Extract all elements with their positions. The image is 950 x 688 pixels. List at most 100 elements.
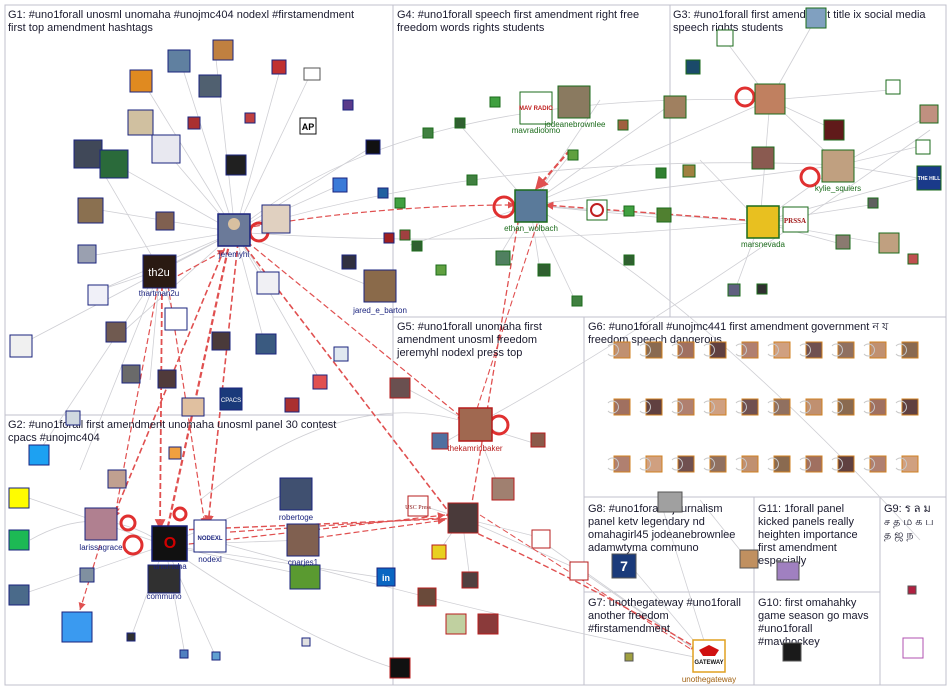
avatar-g2-small-3[interactable] bbox=[168, 446, 182, 460]
avatar-g3-small-1[interactable] bbox=[685, 59, 701, 75]
g6-avatar[interactable] bbox=[645, 341, 663, 359]
mavhockey-logo[interactable] bbox=[782, 642, 802, 662]
avatar-g4-small-5[interactable] bbox=[567, 149, 579, 161]
avatar-g4-small-10[interactable] bbox=[411, 240, 423, 252]
g6-avatar[interactable] bbox=[901, 398, 919, 416]
avatar-person-12[interactable] bbox=[211, 331, 231, 351]
g6-avatar[interactable] bbox=[837, 398, 855, 416]
avatar-g4-small-7[interactable] bbox=[655, 167, 667, 179]
avatar-g4-small-3[interactable] bbox=[454, 117, 466, 129]
avatar-person-7[interactable] bbox=[77, 244, 97, 264]
avatar-g4-small-12[interactable] bbox=[495, 250, 511, 266]
avatar-g3-person-4[interactable] bbox=[823, 119, 845, 141]
avatar-person-13[interactable] bbox=[255, 333, 277, 355]
avatar-person-1[interactable] bbox=[167, 49, 191, 73]
avatar-larissagrace[interactable] bbox=[84, 507, 118, 541]
avatar-g3-small-7[interactable] bbox=[907, 253, 919, 265]
avatar-map[interactable] bbox=[151, 134, 181, 164]
avatar-small-8[interactable] bbox=[377, 187, 389, 199]
avatar-g3-person-6[interactable] bbox=[878, 232, 900, 254]
avatar-g3-person-3[interactable] bbox=[919, 104, 939, 124]
avatar-g2-small-4[interactable] bbox=[126, 632, 136, 642]
ap-icon[interactable] bbox=[299, 117, 317, 135]
avatar-g5-small-5[interactable] bbox=[569, 561, 589, 581]
avatar-g3-person-1[interactable] bbox=[754, 83, 786, 115]
nodexl-logo[interactable] bbox=[193, 519, 227, 553]
avatar-g2-person-1[interactable] bbox=[8, 584, 30, 606]
g6-avatar[interactable] bbox=[677, 398, 695, 416]
g6-avatar[interactable] bbox=[613, 455, 631, 473]
avatar-dogs[interactable] bbox=[77, 197, 104, 224]
avatar-person-14[interactable] bbox=[261, 204, 291, 234]
ketv-logo[interactable] bbox=[611, 553, 637, 579]
avatar-g2-small-1[interactable] bbox=[79, 567, 95, 583]
avatar-small-10[interactable] bbox=[244, 112, 256, 124]
avatar-person-9[interactable] bbox=[121, 364, 141, 384]
zoom-icon[interactable] bbox=[332, 177, 348, 193]
avatar-g3-small-2[interactable] bbox=[716, 29, 734, 47]
avatar-small-4[interactable] bbox=[312, 374, 328, 390]
avatar-g2-small-6[interactable] bbox=[211, 651, 221, 661]
avatar-person-5[interactable] bbox=[225, 154, 247, 176]
avatar-communo[interactable] bbox=[147, 564, 181, 594]
avatar-g5-person-1[interactable] bbox=[447, 502, 479, 534]
avatar-g7-small-1[interactable] bbox=[624, 652, 634, 662]
avatar-person-2[interactable] bbox=[212, 39, 234, 61]
g6-avatar[interactable] bbox=[869, 455, 887, 473]
avatar-jared-e-barton[interactable] bbox=[363, 269, 397, 303]
avatar-g5-small-8[interactable] bbox=[477, 613, 499, 635]
target-logo[interactable] bbox=[586, 199, 608, 221]
z-icon[interactable] bbox=[271, 59, 287, 75]
avatar-g3-small-5[interactable] bbox=[835, 234, 851, 250]
avatar-small-3[interactable] bbox=[284, 397, 300, 413]
avatar-g5-person-4[interactable] bbox=[431, 432, 449, 450]
unmc-logo[interactable] bbox=[164, 307, 188, 331]
avatar-g4-small-13[interactable] bbox=[537, 263, 551, 277]
g6-avatar[interactable] bbox=[709, 455, 727, 473]
avatar-robertoge[interactable] bbox=[279, 477, 313, 511]
snapchat-icon[interactable] bbox=[8, 487, 30, 509]
g6-avatar[interactable] bbox=[805, 398, 823, 416]
avatar-g2-small-2[interactable] bbox=[65, 410, 81, 426]
avatar-person-10[interactable] bbox=[157, 369, 177, 389]
avatar-mavradioomo[interactable] bbox=[519, 91, 553, 125]
g6-avatar[interactable] bbox=[677, 341, 695, 359]
g6-avatar[interactable] bbox=[709, 341, 727, 359]
avatar-g2-small-7[interactable] bbox=[301, 637, 311, 647]
avatar-g9-small-1[interactable] bbox=[907, 585, 917, 595]
g6-avatar[interactable] bbox=[773, 398, 791, 416]
avatar-g3-small-4[interactable] bbox=[885, 79, 901, 95]
g6-avatar[interactable] bbox=[869, 341, 887, 359]
avatar-orange[interactable] bbox=[129, 69, 153, 93]
avatar-g3-small-9[interactable] bbox=[727, 283, 741, 297]
avatar-green[interactable] bbox=[99, 149, 129, 179]
cpacs-logo[interactable] bbox=[219, 387, 243, 411]
avatar-thekamrinbaker[interactable] bbox=[458, 407, 493, 442]
heart-logo[interactable] bbox=[389, 657, 411, 679]
avatar-green-field[interactable] bbox=[289, 564, 321, 590]
g6-avatar[interactable] bbox=[709, 398, 727, 416]
g6-avatar[interactable] bbox=[869, 398, 887, 416]
unomaha-logo[interactable] bbox=[151, 525, 188, 562]
usc-press-logo[interactable] bbox=[407, 495, 429, 517]
avatar-person-6[interactable] bbox=[155, 211, 175, 231]
g6-avatar[interactable] bbox=[837, 455, 855, 473]
avatar-g4-small-16[interactable] bbox=[623, 205, 635, 217]
avatar-g5-person-2[interactable] bbox=[491, 477, 515, 501]
avatar-g2-person-2[interactable] bbox=[107, 469, 127, 489]
g6-avatar[interactable] bbox=[773, 455, 791, 473]
avatar-g4-small-4[interactable] bbox=[422, 127, 434, 139]
avatar-g4-small-8[interactable] bbox=[466, 174, 478, 186]
avatar-marsnevada[interactable] bbox=[746, 205, 780, 239]
avatar-g4-small-14[interactable] bbox=[571, 295, 583, 307]
avatar-g3-small-8[interactable] bbox=[756, 283, 768, 295]
avatar-small-5[interactable] bbox=[333, 346, 349, 362]
g6-avatar[interactable] bbox=[741, 398, 759, 416]
avatar-small-2[interactable] bbox=[187, 116, 201, 130]
avatar-person-11[interactable] bbox=[181, 397, 205, 417]
avatar-g3-small-3[interactable] bbox=[805, 7, 827, 29]
avatar-ethan-wolbach[interactable] bbox=[514, 189, 548, 223]
avatar-pattern[interactable] bbox=[256, 271, 280, 295]
avatar-g11-person-1[interactable] bbox=[739, 549, 759, 569]
g6-avatar[interactable] bbox=[805, 341, 823, 359]
